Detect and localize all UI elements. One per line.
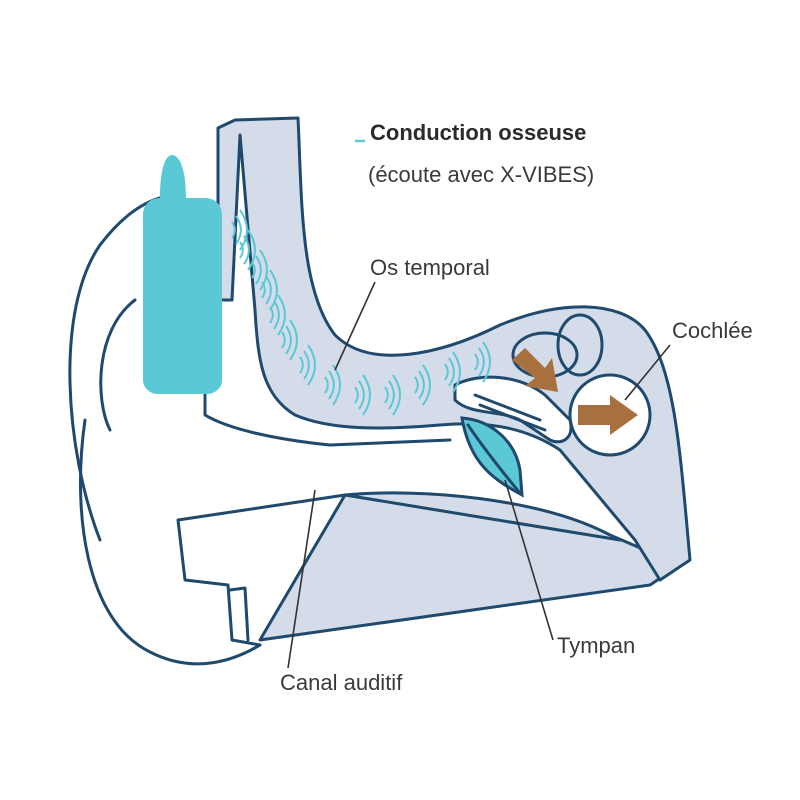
temporal-bone [216,116,692,582]
label-os-temporal: Os temporal [370,255,490,280]
wave-arc [261,281,266,299]
wave-arc [277,294,286,336]
eardrum-line [466,423,522,495]
earlobe [78,418,262,666]
label-cochlee: Cochlée [672,318,753,343]
x-vibes-device [143,155,222,394]
outer-ear-inner [99,298,452,447]
wave-arc [255,255,262,285]
wave-arc [239,241,244,259]
wave-arc [482,341,491,383]
label-tympan: Tympan [557,633,635,658]
wave-arc [392,374,401,416]
wave-arc [384,386,389,404]
label-canal-auditif: Canal auditif [280,670,403,695]
leader-canal [287,489,316,669]
wave-arc [422,364,431,406]
wave-arc [478,347,485,377]
wave-arc [269,306,274,324]
wave-arc [281,331,286,349]
leader-os-temporal [334,281,376,371]
wave-arc [235,215,242,245]
leader-tympan [504,479,554,641]
ear-canal [176,493,622,647]
wave-arc [448,357,455,387]
wave-arc [474,353,479,371]
wave-arc [418,370,425,400]
semicircular-canal-2 [556,313,604,377]
vibration-arrow-2 [578,395,638,435]
wave-arc [269,269,278,311]
wave-arc [273,300,280,330]
wave-arc [354,386,359,404]
vibration-arrow-1 [512,348,558,392]
leader-cochlee [624,344,671,401]
wave-arc [358,380,365,410]
wave-arc [303,350,310,380]
wave-arc [285,325,292,355]
wave-arc [388,380,395,410]
subtitle: (écoute avec X-VIBES) [368,162,594,187]
wave-arc [324,376,329,394]
wave-arc [307,344,316,386]
wave-arc [259,249,268,291]
wave-arc [243,235,250,265]
wave-arc [289,319,298,361]
wave-arc [265,275,272,305]
wave-arc [452,351,461,393]
title: Conduction osseuse [370,120,586,145]
canal-bone-lower [258,491,682,642]
wave-arc [414,376,419,394]
wave-arc [251,261,256,279]
wave-arc [247,229,256,271]
wave-arc [231,221,236,239]
wave-arc [362,374,371,416]
wave-arc [444,363,449,381]
wave-arc [299,356,304,374]
ossicles [473,393,547,432]
wave-arc [328,370,335,400]
